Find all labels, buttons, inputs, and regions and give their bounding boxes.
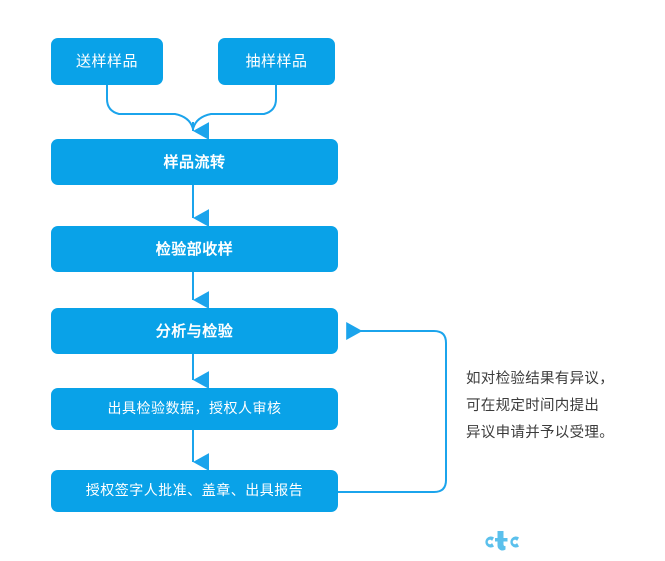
note-line-3: 异议申请并予以受理。 [466, 425, 614, 441]
edge-song-yang-to-liu-zhuan [106, 85, 194, 130]
node-chu-ju-jian-yan-shu-ju[interactable]: 出具检验数据，授权人审核 [51, 388, 338, 430]
node-fen-xi-yu-jian-yan[interactable]: 分析与检验 [51, 308, 338, 354]
node-label: 出具检验数据，授权人审核 [107, 401, 282, 417]
annotation-note: 如对检验结果有异议， 可在规定时间内提出 异议申请并予以受理。 [466, 366, 636, 447]
note-line-2: 可在规定时间内提出 [466, 398, 600, 414]
node-jian-yan-bu-shou-yang[interactable]: 检验部收样 [51, 226, 338, 272]
edge-chou-yang-to-liu-zhuan [192, 85, 277, 130]
node-shou-quan-qian-zi-ren-pi-zhun[interactable]: 授权签字人批准、盖章、出具报告 [51, 470, 338, 512]
node-label: 检验部收样 [155, 239, 234, 258]
node-label: 分析与检验 [155, 321, 234, 340]
node-chou-yang[interactable]: 抽样样品 [218, 38, 335, 85]
node-label: 授权签字人批准、盖章、出具报告 [85, 483, 304, 499]
ctc-logo [485, 531, 519, 551]
node-song-yang[interactable]: 送样样品 [51, 38, 163, 85]
node-liu-zhuan[interactable]: 样品流转 [51, 139, 338, 185]
node-label: 样品流转 [163, 152, 226, 171]
node-label: 送样样品 [75, 52, 138, 70]
note-line-1: 如对检验结果有异议， [466, 371, 614, 387]
edge-feedback-loop [338, 322, 447, 493]
node-label: 抽样样品 [245, 52, 308, 70]
